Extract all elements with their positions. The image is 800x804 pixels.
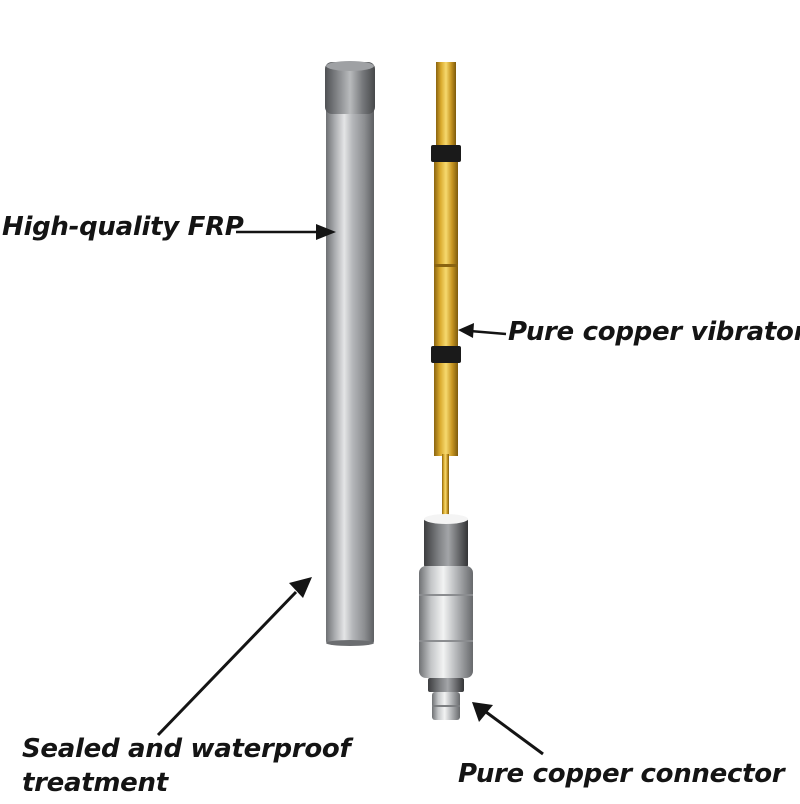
fiberglass-tube bbox=[325, 61, 375, 646]
label-pure-copper-vibrator: Pure copper vibrator bbox=[508, 317, 800, 347]
connector-collar bbox=[424, 518, 468, 568]
arrow-vibrator bbox=[458, 323, 507, 338]
vibrator-joint bbox=[434, 264, 458, 267]
label-high-quality-frp: High-quality FRP bbox=[2, 212, 244, 242]
vibrator-band-top bbox=[431, 145, 461, 162]
connector-groove-2 bbox=[419, 640, 473, 642]
vibrator-band-bottom bbox=[431, 346, 461, 363]
connector bbox=[419, 514, 473, 720]
vibrator-tip bbox=[436, 62, 456, 152]
connector-collar-opening bbox=[424, 514, 468, 524]
tube-cap-top bbox=[326, 61, 374, 71]
connector-body bbox=[419, 566, 473, 678]
tube-body bbox=[326, 108, 374, 644]
callout-arrows bbox=[156, 224, 544, 756]
connector-nut bbox=[428, 678, 464, 692]
tube-bottom-end bbox=[326, 640, 374, 646]
arrow-connector bbox=[472, 702, 544, 756]
tube-cap bbox=[325, 62, 375, 114]
connector-pin-thread bbox=[432, 705, 460, 707]
arrow-sealed bbox=[156, 577, 312, 737]
vibrator-upper-section bbox=[434, 150, 458, 270]
label-sealed-line2: treatment bbox=[22, 768, 168, 798]
label-pure-copper-connector: Pure copper connector bbox=[458, 759, 785, 789]
vibrator-rod bbox=[442, 454, 449, 520]
arrow-frp bbox=[236, 224, 336, 240]
label-sealed-line1: Sealed and waterproof bbox=[22, 734, 351, 764]
connector-groove-1 bbox=[419, 594, 473, 596]
copper-vibrator bbox=[431, 62, 461, 520]
label-sealed-waterproof: Sealed and waterproof treatment bbox=[22, 732, 351, 800]
